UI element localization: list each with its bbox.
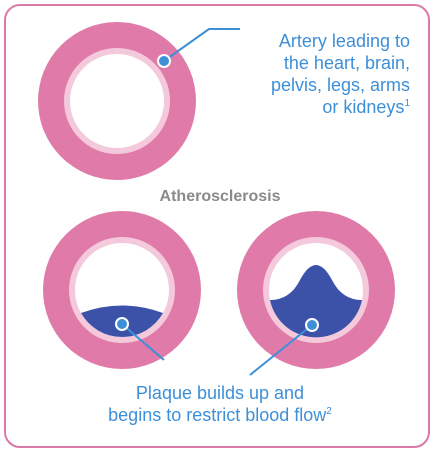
- plaque-label-line1: Plaque builds up and: [40, 382, 400, 404]
- artery-label-reference: 1: [404, 98, 410, 109]
- artery-label-line4-text: or kidneys: [322, 97, 404, 117]
- artery-mild-plaque: [43, 211, 201, 369]
- artery-label-line2: the heart, brain,: [220, 52, 410, 74]
- artery-label-line4: or kidneys1: [220, 96, 410, 118]
- artery-label-line3: pelvis, legs, arms: [220, 74, 410, 96]
- healthy-artery: [38, 22, 196, 180]
- diagram-title: Atherosclerosis: [100, 187, 340, 207]
- artery-severe-plaque: [237, 211, 395, 369]
- plaque-callout-dot-right: [306, 319, 318, 331]
- plaque-label-line2: begins to restrict blood flow2: [40, 404, 400, 426]
- artery-label-line1: Artery leading to: [220, 30, 410, 52]
- plaque-callout-dot-left: [116, 318, 128, 330]
- plaque-label-reference: 2: [326, 406, 332, 417]
- plaque-label: Plaque builds up and begins to restrict …: [40, 382, 400, 426]
- artery-label: Artery leading to the heart, brain, pelv…: [220, 30, 410, 118]
- plaque-label-line2-text: begins to restrict blood flow: [108, 405, 326, 425]
- artery-callout-dot: [158, 55, 170, 67]
- healthy-artery-lumen: [70, 54, 164, 148]
